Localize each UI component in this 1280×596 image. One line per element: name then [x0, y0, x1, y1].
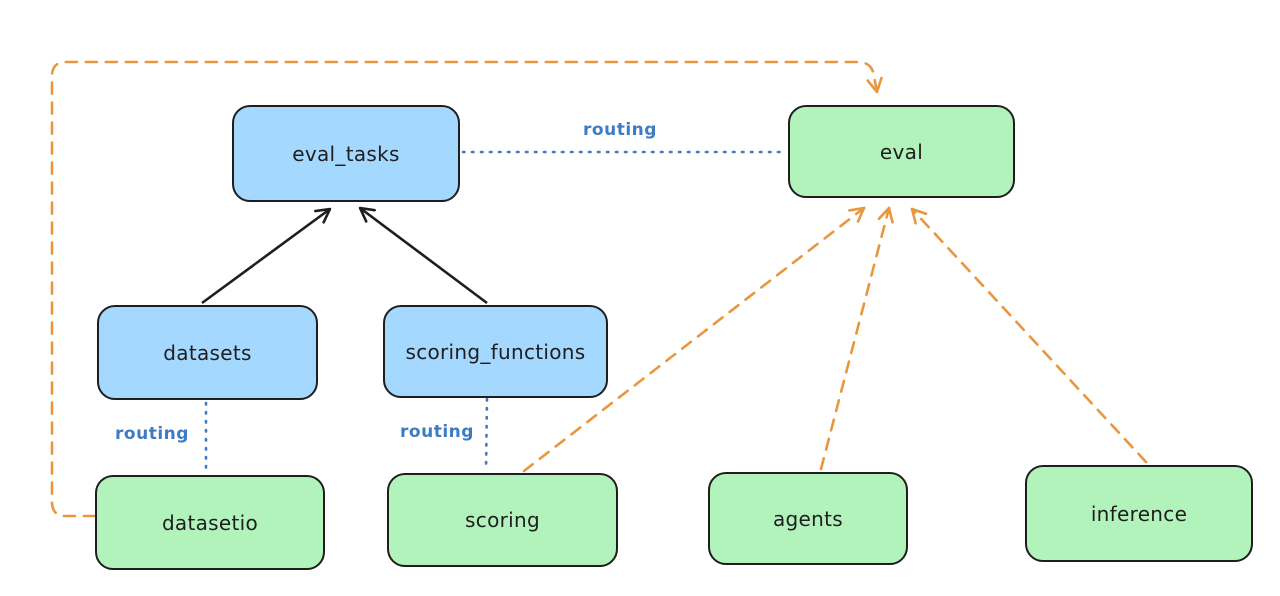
- node-datasets-label: datasets: [163, 340, 252, 365]
- node-datasetio-label: datasetio: [161, 510, 259, 535]
- routing-label-scoring-functions-scoring[interactable]: routing: [400, 422, 474, 442]
- edge-agents-to-eval[interactable]: [819, 206, 894, 471]
- edge-datasetio-to-eval[interactable]: [50, 60, 883, 518]
- node-eval[interactable]: eval: [788, 105, 1015, 198]
- routing-label-datasets-datasetio[interactable]: routing: [115, 424, 189, 444]
- node-eval-tasks[interactable]: eval_tasks: [232, 105, 460, 202]
- routing-label-eval-tasks-eval[interactable]: routing: [583, 120, 657, 140]
- node-datasets[interactable]: datasets: [97, 305, 318, 400]
- node-inference-label: inference: [1090, 501, 1188, 526]
- node-scoring-functions-label: scoring_functions: [405, 339, 586, 364]
- edge-inference-to-eval[interactable]: [910, 207, 1148, 464]
- node-eval-tasks-label: eval_tasks: [292, 141, 400, 166]
- edge-datasets-to-eval-tasks[interactable]: [201, 207, 332, 305]
- node-inference[interactable]: inference: [1025, 465, 1253, 562]
- node-agents[interactable]: agents: [708, 472, 908, 565]
- node-scoring[interactable]: scoring: [387, 473, 618, 567]
- node-eval-label: eval: [879, 139, 924, 164]
- node-scoring-functions[interactable]: scoring_functions: [383, 305, 608, 398]
- edge-scoring-functions-to-eval-tasks[interactable]: [358, 206, 488, 305]
- node-scoring-label: scoring: [465, 508, 540, 532]
- node-agents-label: agents: [773, 506, 843, 531]
- node-datasetio[interactable]: datasetio: [95, 475, 325, 570]
- edge-scoring-to-eval[interactable]: [522, 206, 866, 473]
- edge-scoring-functions-to-scoring-routing[interactable]: [484, 397, 489, 472]
